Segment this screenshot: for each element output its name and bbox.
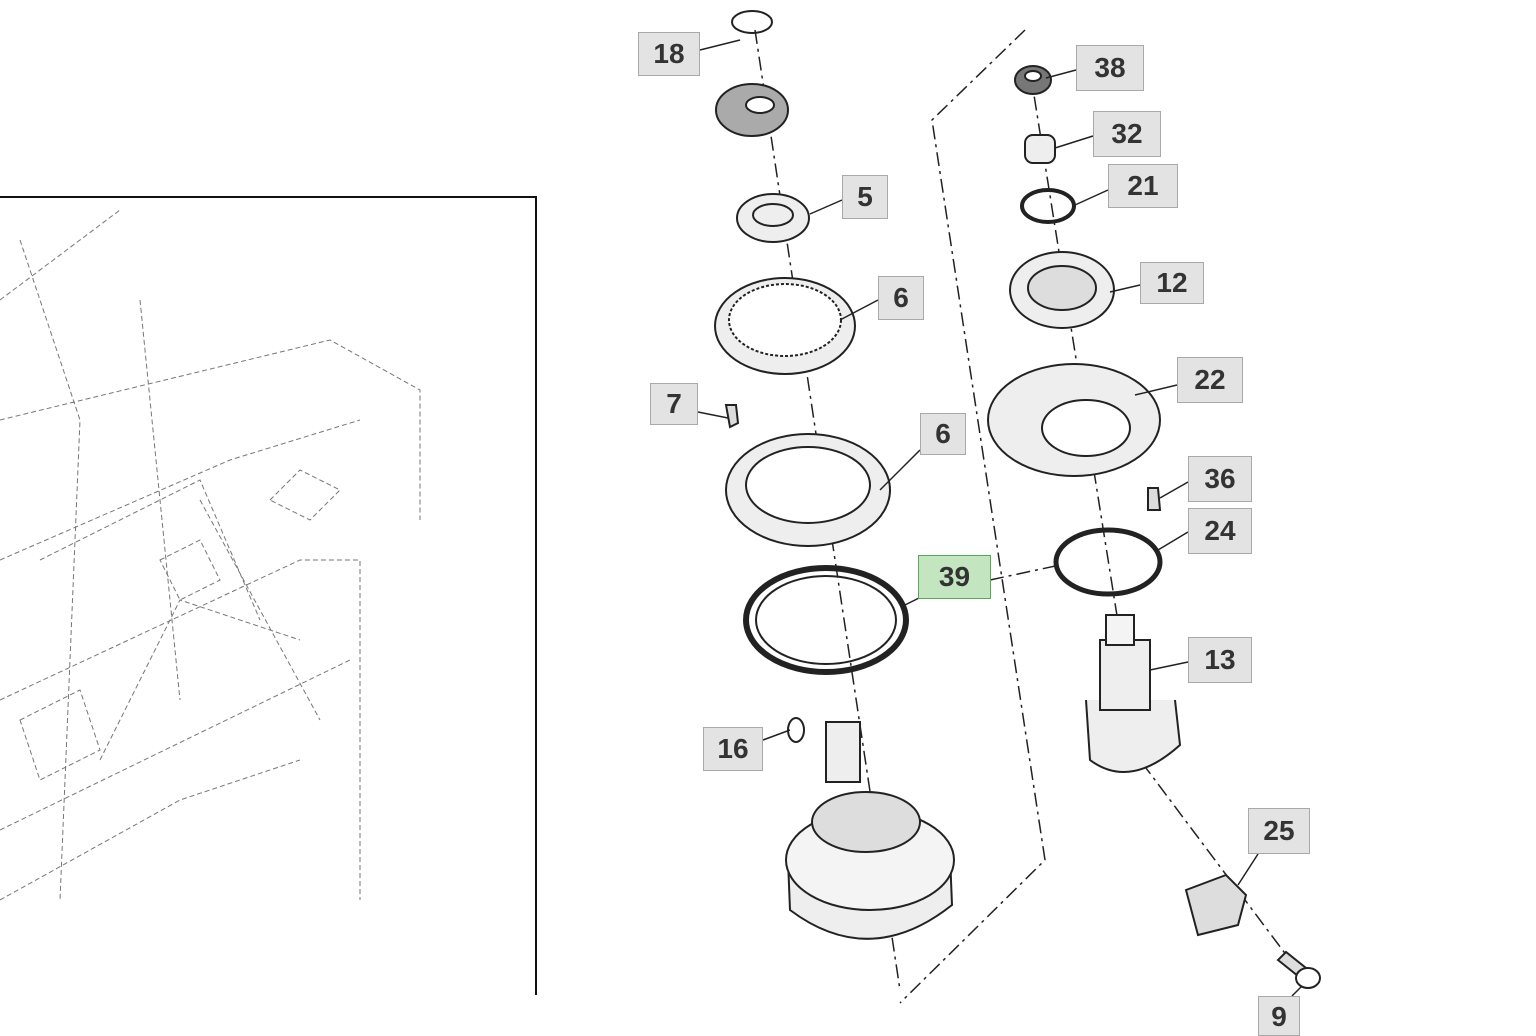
callout-6-upper[interactable]: 6 [878,276,924,320]
callout-18[interactable]: 18 [638,32,700,76]
callout-38[interactable]: 38 [1076,45,1144,91]
callout-39-highlighted[interactable]: 39 [918,555,991,599]
callout-21[interactable]: 21 [1108,164,1178,208]
callout-7[interactable]: 7 [650,383,698,425]
callout-6-lower[interactable]: 6 [920,413,966,455]
callout-22[interactable]: 22 [1177,357,1243,403]
callout-13[interactable]: 13 [1188,637,1252,683]
callout-5[interactable]: 5 [842,175,888,219]
overview-inset [0,209,421,901]
callout-12[interactable]: 12 [1140,262,1204,304]
callout-16[interactable]: 16 [703,727,763,771]
callout-9[interactable]: 9 [1258,996,1300,1036]
inset-border [0,196,537,995]
callout-32[interactable]: 32 [1093,111,1161,157]
callout-25[interactable]: 25 [1248,808,1310,854]
callout-36[interactable]: 36 [1188,456,1252,502]
callout-24[interactable]: 24 [1188,508,1252,554]
